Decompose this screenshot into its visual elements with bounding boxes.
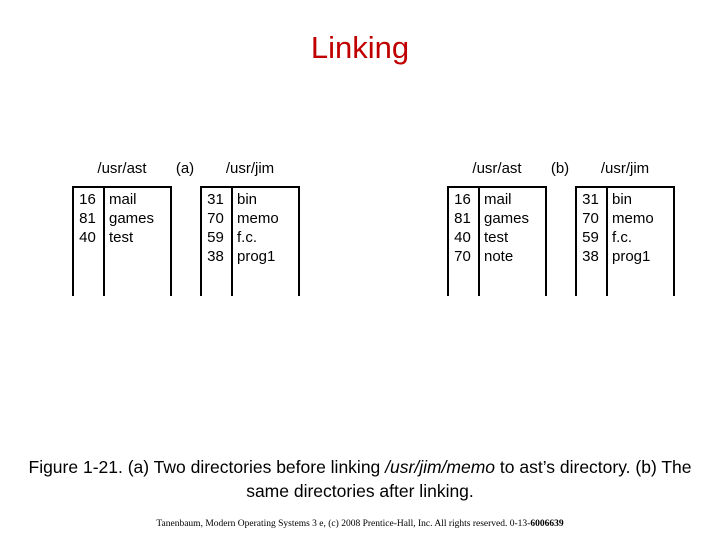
table-rule-middle <box>478 188 480 296</box>
directory-entry: 81 games <box>72 209 172 228</box>
page-title: Linking <box>310 30 410 65</box>
directory-entry-list: 31 bin 70 memo 59 f.c. 38 prog1 <box>575 190 675 266</box>
directory-entry: 59 f.c. <box>575 228 675 247</box>
inode-number: 81 <box>454 210 471 227</box>
inode-number: 16 <box>79 191 96 208</box>
directory-entry-linked: 70 note <box>447 247 547 266</box>
file-name: note <box>484 248 514 265</box>
inode-number: 70 <box>454 248 471 265</box>
file-name: bin <box>237 191 258 208</box>
file-name: games <box>109 210 155 227</box>
file-name: games <box>484 210 530 227</box>
inode-number: 31 <box>207 191 224 208</box>
table-rule-middle <box>231 188 233 296</box>
inode-number: 81 <box>79 210 96 227</box>
directory-path-label: /usr/jim <box>225 160 275 177</box>
table-rule-left <box>200 188 202 296</box>
file-name: f.c. <box>237 229 258 246</box>
figure-caption: Figure 1-21. (a) Two directories before … <box>22 455 698 503</box>
inode-number: 59 <box>207 229 224 246</box>
directory-entry-list: 16 mail 81 games 40 test <box>72 190 172 247</box>
table-rule-right <box>673 188 675 296</box>
directory-path-label: /usr/ast <box>97 160 147 177</box>
directory-path-label: /usr/jim <box>600 160 650 177</box>
directory-table: 31 bin 70 memo 59 f.c. 38 prog1 <box>575 186 675 296</box>
file-name: f.c. <box>612 229 633 246</box>
directory-entry-list: 16 mail 81 games 40 test 70 note <box>447 190 547 266</box>
credit-isbn: 6006639 <box>530 519 564 529</box>
directory-entry: 16 mail <box>72 190 172 209</box>
table-rule-right <box>170 188 172 296</box>
table-rule-right <box>545 188 547 296</box>
file-name: prog1 <box>237 248 276 265</box>
directory-entry: 70 memo <box>575 209 675 228</box>
caption-part-2: to ast’s directory. (b) The same directo… <box>246 457 692 501</box>
directory-block-ast-before: /usr/ast 16 mail 81 games 40 test <box>72 160 172 296</box>
inode-number: 38 <box>207 248 224 265</box>
directory-entry: 40 test <box>72 228 172 247</box>
inode-number: 70 <box>582 210 599 227</box>
directory-entry: 59 f.c. <box>200 228 300 247</box>
inode-number: 40 <box>454 229 471 246</box>
directory-entry: 38 prog1 <box>200 247 300 266</box>
directory-entry: 31 bin <box>200 190 300 209</box>
directory-block-ast-after: /usr/ast 16 mail 81 games 40 test <box>447 160 547 296</box>
directory-entry-list: 31 bin 70 memo 59 f.c. 38 prog1 <box>200 190 300 266</box>
credit-text: Tanenbaum, Modern Operating Systems 3 e,… <box>156 519 531 529</box>
file-name: bin <box>612 191 633 208</box>
directory-table: 16 mail 81 games 40 test <box>72 186 172 296</box>
file-name: memo <box>237 210 279 227</box>
file-name: prog1 <box>612 248 651 265</box>
directory-entry: 16 mail <box>447 190 547 209</box>
file-name: memo <box>612 210 654 227</box>
inode-number: 40 <box>79 229 96 246</box>
file-name: test <box>109 229 134 246</box>
inode-number: 31 <box>582 191 599 208</box>
directory-entry: 38 prog1 <box>575 247 675 266</box>
inode-number: 70 <box>207 210 224 227</box>
table-rule-middle <box>103 188 105 296</box>
table-rule-left <box>575 188 577 296</box>
directory-entry: 70 memo <box>200 209 300 228</box>
inode-number: 38 <box>582 248 599 265</box>
table-rule-right <box>298 188 300 296</box>
table-rule-left <box>72 188 74 296</box>
directory-entry: 40 test <box>447 228 547 247</box>
panel-label-b: (b) <box>550 160 570 177</box>
file-name: mail <box>484 191 512 208</box>
copyright-credit: Tanenbaum, Modern Operating Systems 3 e,… <box>0 518 720 530</box>
file-name: mail <box>109 191 137 208</box>
table-rule-left <box>447 188 449 296</box>
panel-label-a: (a) <box>175 160 195 177</box>
directory-path-label: /usr/ast <box>472 160 522 177</box>
directory-table: 16 mail 81 games 40 test 70 note <box>447 186 547 296</box>
directory-block-jim-before: /usr/jim 31 bin 70 memo 59 f.c. <box>200 160 300 296</box>
file-name: test <box>484 229 509 246</box>
directory-entry: 81 games <box>447 209 547 228</box>
directory-entry: 31 bin <box>575 190 675 209</box>
caption-path-emphasis: /usr/jim/memo <box>385 457 496 477</box>
caption-part-1: Figure 1-21. (a) Two directories before … <box>28 457 386 477</box>
directory-block-jim-after: /usr/jim 31 bin 70 memo 59 f.c. <box>575 160 675 296</box>
directory-table: 31 bin 70 memo 59 f.c. 38 prog1 <box>200 186 300 296</box>
table-rule-middle <box>606 188 608 296</box>
inode-number: 16 <box>454 191 471 208</box>
inode-number: 59 <box>582 229 599 246</box>
